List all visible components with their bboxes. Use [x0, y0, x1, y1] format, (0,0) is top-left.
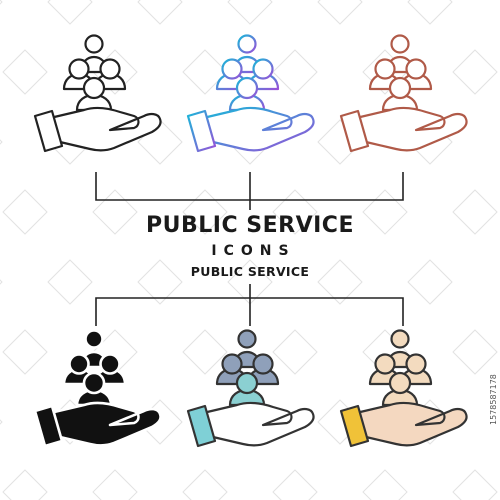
watermark-mark [47, 0, 93, 25]
watermark-mark [272, 469, 318, 500]
watermark-mark [272, 189, 318, 235]
watermark-mark [0, 139, 3, 145]
open-hand-icon [33, 401, 162, 448]
watermark-mark [407, 259, 453, 305]
watermark-mark [92, 189, 138, 235]
watermark-mark [0, 419, 3, 425]
open-hand-icon [186, 106, 315, 153]
hand-people-icon [339, 34, 468, 153]
watermark-mark [2, 469, 48, 500]
page-subtitle: ICONS [211, 243, 296, 259]
watermark-mark [137, 259, 183, 305]
watermark-mark [452, 469, 498, 500]
watermark-mark [227, 0, 273, 25]
watermark-mark [2, 49, 48, 95]
watermark-mark [272, 49, 318, 95]
watermark-mark [182, 189, 228, 235]
open-hand-icon [33, 106, 162, 153]
person-icon [93, 353, 127, 386]
people-group-icon [368, 329, 433, 407]
stock-id-label: 1578587178 [489, 374, 498, 426]
top-connector [95, 172, 404, 210]
watermark-mark [0, 0, 3, 5]
people-group-icon [215, 329, 280, 407]
watermark-mark [182, 469, 228, 500]
connector-lines [95, 172, 404, 326]
hand-people-icon [186, 329, 315, 448]
person-icon [228, 371, 266, 407]
watermark-mark [92, 469, 138, 500]
person-icon [381, 76, 419, 112]
people-group-icon [62, 34, 127, 112]
watermark-mark [137, 0, 183, 25]
watermark-mark [182, 329, 228, 375]
person-icon [399, 353, 433, 386]
open-hand-icon [339, 401, 468, 448]
page-title: PUBLIC SERVICE [146, 213, 354, 238]
page-caption: PUBLIC SERVICE [190, 264, 310, 279]
watermark-mark [452, 329, 498, 375]
people-group-icon [368, 34, 433, 112]
hand-people-icon [339, 329, 468, 448]
people-group-icon [62, 329, 127, 407]
watermark-mark [407, 0, 453, 25]
watermark-mark [182, 49, 228, 95]
hand-people-icon [186, 34, 315, 153]
watermark-mark [317, 259, 363, 305]
bottom-connector [95, 284, 404, 326]
person-icon [381, 371, 419, 407]
watermark-mark [47, 259, 93, 305]
open-hand-icon [186, 401, 315, 448]
watermark-mark [452, 49, 498, 95]
hand-people-icon [33, 34, 162, 153]
watermark-mark [452, 189, 498, 235]
open-hand-icon [339, 106, 468, 153]
watermark-mark [272, 329, 318, 375]
hand-people-icon [33, 329, 162, 448]
watermark-mark [362, 189, 408, 235]
watermark-mark [2, 329, 48, 375]
people-group-icon [215, 34, 280, 112]
watermark-mark [362, 469, 408, 500]
watermark-mark [317, 0, 363, 25]
watermark-mark [2, 189, 48, 235]
